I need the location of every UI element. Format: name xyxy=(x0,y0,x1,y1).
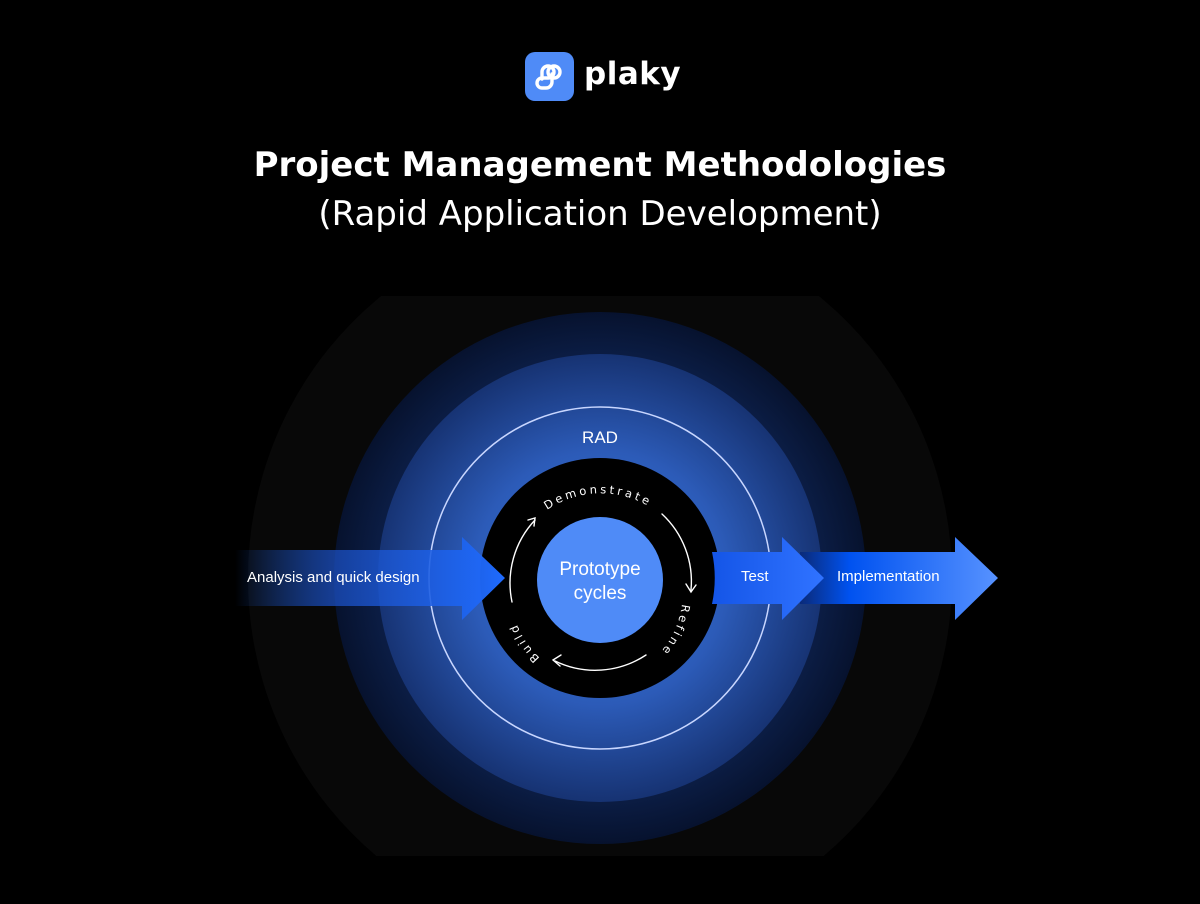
center-circle xyxy=(537,517,663,643)
arrow-test xyxy=(712,537,824,620)
arrow-analysis xyxy=(235,537,505,620)
arrow-build-to-demonstrate xyxy=(509,519,536,603)
arrow-test-label: Test xyxy=(741,568,769,585)
plaky-logo-icon xyxy=(525,52,574,101)
arrow-implementation xyxy=(800,537,998,620)
rad-label: RAD xyxy=(582,428,618,447)
arrow-analysis-label: Analysis and quick design xyxy=(247,569,420,586)
arrow-implementation-label: Implementation xyxy=(837,568,940,585)
page-subtitle: (Rapid Application Development) xyxy=(318,194,882,234)
arrow-refine-to-build xyxy=(554,654,647,671)
cycle-arrows xyxy=(509,513,697,671)
brand-name: plaky xyxy=(584,56,682,92)
center-label-line2: cycles xyxy=(573,583,627,604)
arrow-demonstrate-to-refine xyxy=(661,513,693,591)
center-label: Prototype cycles xyxy=(537,558,663,606)
center-label-line1: Prototype xyxy=(559,559,641,580)
page-title: Project Management Methodologies xyxy=(253,145,947,185)
plaky-logo: plaky xyxy=(525,52,681,101)
